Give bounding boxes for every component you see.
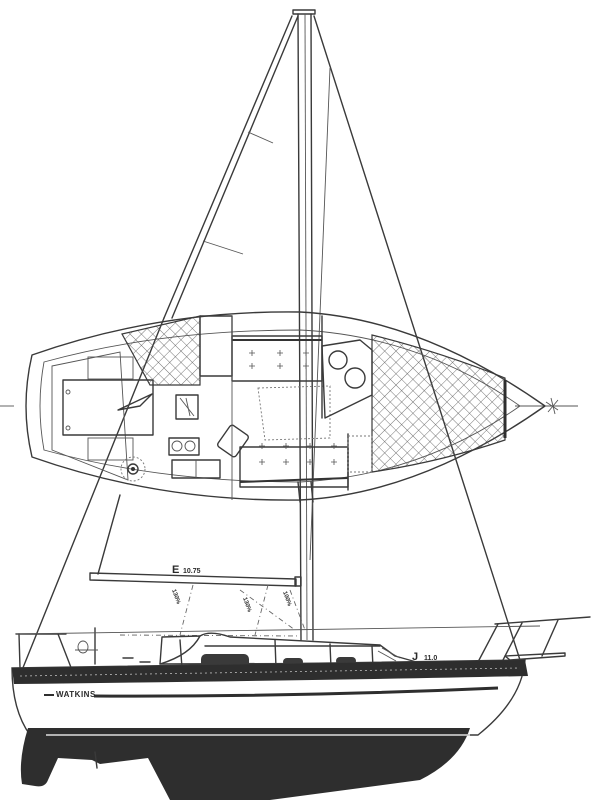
centreline-marker-icon bbox=[545, 397, 559, 415]
bow-pulpit bbox=[477, 616, 591, 663]
coachroof bbox=[122, 632, 421, 669]
batten bbox=[202, 240, 244, 255]
lifeline bbox=[15, 625, 541, 635]
sheet-lines bbox=[119, 584, 306, 637]
dim-j-value: 11.0 bbox=[424, 655, 437, 662]
accommodation-plan bbox=[0, 311, 578, 503]
mast bbox=[292, 9, 316, 641]
table-icon bbox=[217, 424, 249, 458]
sail-pct-3: 100% bbox=[281, 591, 292, 608]
cushion-marks bbox=[249, 350, 337, 465]
cabin-sole bbox=[257, 385, 331, 441]
dim-e-value: 10.75 bbox=[183, 568, 201, 575]
cockpit-locker bbox=[121, 315, 201, 386]
head bbox=[321, 339, 373, 419]
cockpit-seat bbox=[62, 379, 154, 436]
toilet-icon bbox=[328, 350, 348, 370]
hanging-locker bbox=[347, 435, 373, 473]
winch-icon bbox=[120, 456, 146, 482]
hull-bottom-keel bbox=[20, 728, 470, 800]
sail-plan: E 10.75 130% 130% 100% bbox=[13, 9, 521, 691]
sail-pct-2: 130% bbox=[241, 597, 252, 614]
sail-pct-1: 130% bbox=[170, 589, 181, 606]
settee-port bbox=[199, 315, 323, 382]
deck-outline bbox=[25, 311, 546, 501]
settee-starboard bbox=[239, 446, 349, 488]
tiller-icon bbox=[117, 393, 153, 411]
winch-icon bbox=[77, 640, 89, 654]
dim-e-letter: E bbox=[172, 564, 179, 576]
boom bbox=[89, 572, 302, 587]
galley bbox=[168, 394, 249, 479]
sink-icon bbox=[344, 367, 366, 389]
forepeak-locker bbox=[371, 334, 506, 473]
stove-icon bbox=[168, 437, 200, 456]
hull-profile: J 11.0 WATKINS bbox=[11, 616, 591, 800]
batten bbox=[247, 131, 274, 144]
builder-name: WATKINS bbox=[56, 690, 96, 699]
propeller-icon bbox=[94, 751, 98, 769]
forestay bbox=[313, 15, 521, 661]
bowsprit bbox=[504, 652, 566, 661]
cove-stripe bbox=[93, 686, 499, 698]
stern-pulpit bbox=[15, 627, 98, 671]
dim-j-letter: J bbox=[412, 651, 418, 663]
mainsail bbox=[97, 131, 274, 575]
cockpit bbox=[51, 351, 154, 482]
